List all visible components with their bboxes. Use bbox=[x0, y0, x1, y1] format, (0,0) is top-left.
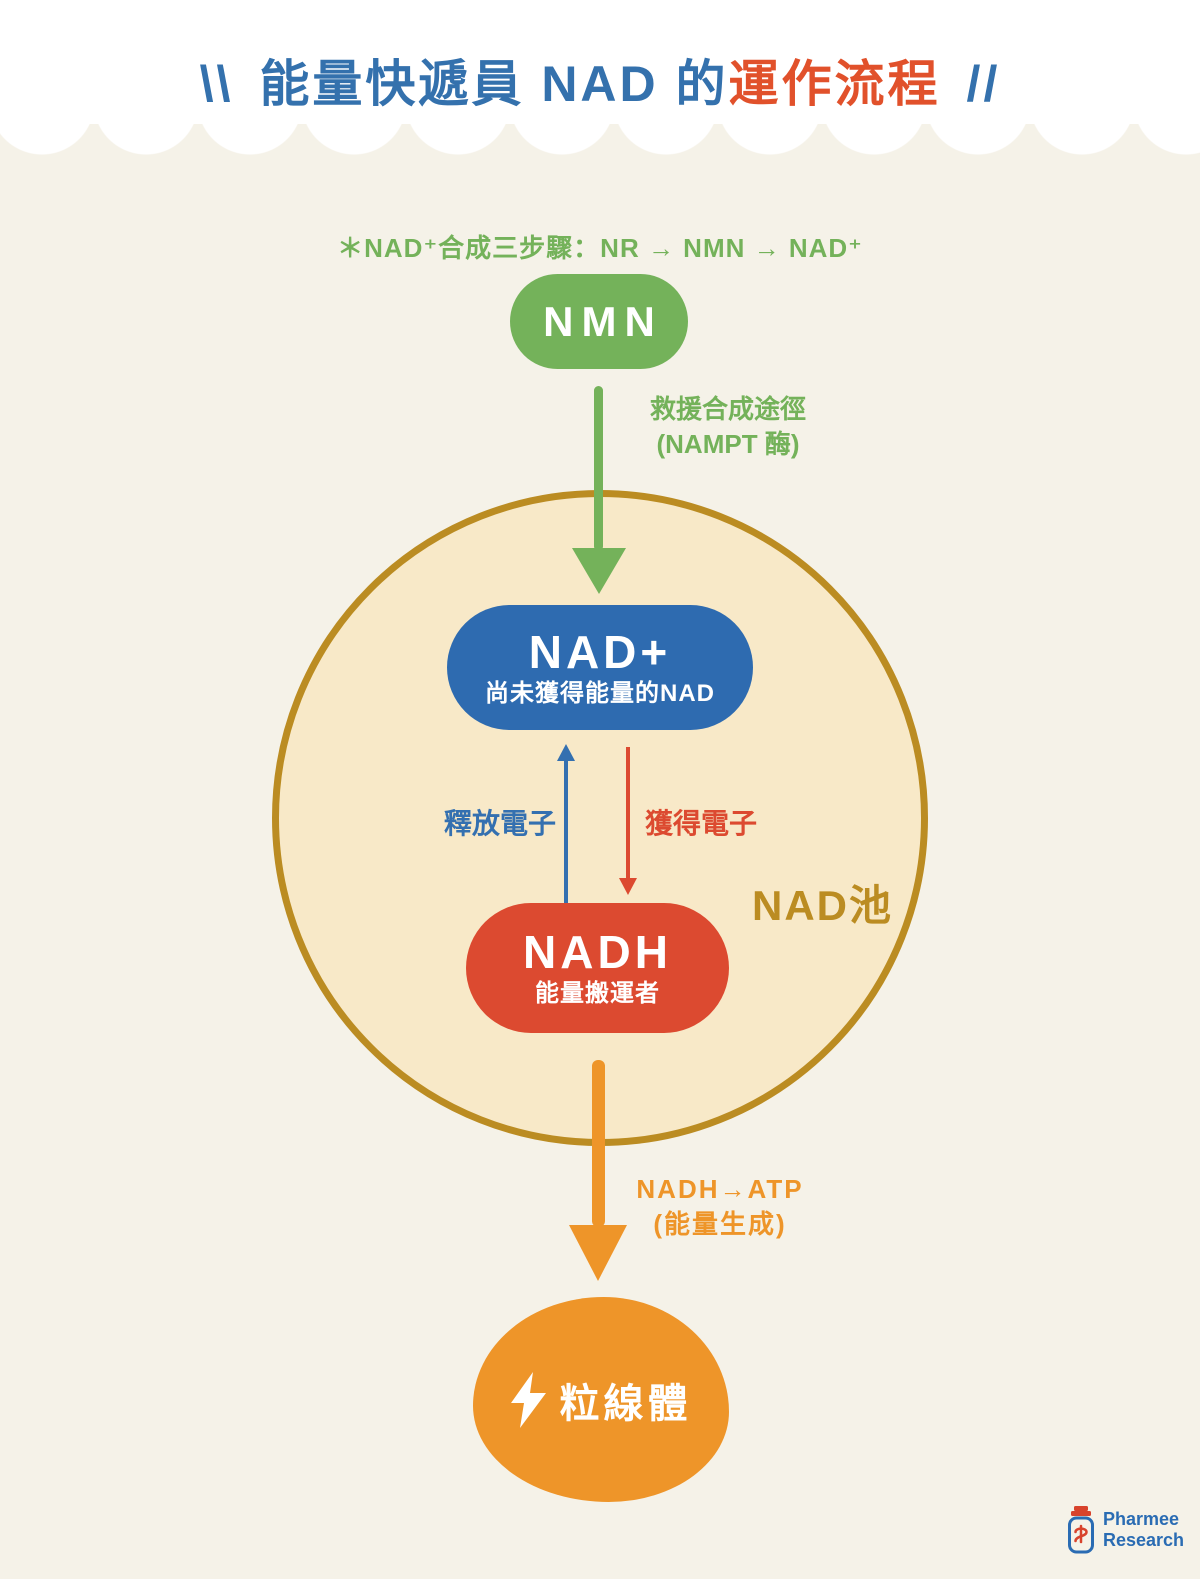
nadh-node: NADH 能量搬運者 bbox=[466, 903, 729, 1033]
salvage-label-line1: 救援合成途徑 bbox=[649, 394, 806, 424]
mitochondria-node: 粒線體 bbox=[473, 1297, 729, 1502]
brand-logo: Pharmee Research bbox=[1066, 1506, 1184, 1554]
atp-label-line1: NADH→ATP bbox=[636, 1174, 804, 1204]
gain-arrow-label: 獲得電子 bbox=[645, 808, 758, 839]
release-arrow-shaft bbox=[564, 759, 568, 906]
brand-logo-text: Pharmee Research bbox=[1103, 1509, 1184, 1551]
brand-logo-line1: Pharmee bbox=[1103, 1509, 1180, 1529]
synthesis-note: ＊NAD⁺合成三步驟：NR → NMN → NAD⁺ bbox=[337, 233, 863, 263]
salvage-arrow-head-icon bbox=[572, 548, 626, 594]
nmn-node: NMN bbox=[510, 274, 688, 369]
salvage-arrow-shaft bbox=[594, 386, 603, 551]
salvage-arrow-label: 救援合成途徑 (NAMPT 酶) bbox=[628, 392, 828, 462]
nmn-label: NMN bbox=[543, 297, 663, 345]
atp-label-line2: (能量生成) bbox=[653, 1209, 787, 1239]
gain-arrow-shaft bbox=[626, 747, 630, 880]
nadh-sublabel: 能量搬運者 bbox=[535, 980, 660, 1007]
nad-plus-node: NAD+ 尚未獲得能量的NAD bbox=[447, 605, 753, 730]
title-blue-text: 能量快遞員 NAD 的 bbox=[259, 56, 729, 112]
header-band bbox=[0, 0, 1200, 124]
nad-pool-label: NAD池 bbox=[752, 882, 893, 929]
salvage-label-line2: (NAMPT 酶) bbox=[656, 429, 800, 459]
gain-arrow-head-icon bbox=[619, 878, 637, 895]
page-title: \\ 能量快遞員 NAD 的運作流程 // bbox=[0, 44, 1200, 116]
title-left-mark: \\ bbox=[199, 56, 234, 112]
nad-plus-label: NAD+ bbox=[528, 625, 672, 678]
scallop-edge bbox=[0, 124, 1200, 156]
release-arrow-head-icon bbox=[557, 744, 575, 761]
atp-arrow-shaft bbox=[592, 1060, 605, 1227]
mitochondria-label: 粒線體 bbox=[559, 1381, 692, 1426]
nad-pool-circle bbox=[272, 490, 928, 1146]
title-orange-text: 運作流程 bbox=[728, 56, 941, 112]
nad-plus-sublabel: 尚未獲得能量的NAD bbox=[485, 679, 715, 707]
brand-logo-line2: Research bbox=[1103, 1530, 1185, 1550]
release-arrow-label: 釋放電子 bbox=[443, 808, 556, 839]
title-right-mark: // bbox=[966, 56, 1001, 112]
lightning-icon bbox=[510, 1371, 546, 1428]
pill-bottle-icon bbox=[1068, 1506, 1094, 1554]
atp-arrow-label: NADH→ATP (能量生成) bbox=[620, 1172, 820, 1242]
nadh-label: NADH bbox=[523, 926, 672, 978]
atp-arrow-head-icon bbox=[569, 1225, 627, 1281]
